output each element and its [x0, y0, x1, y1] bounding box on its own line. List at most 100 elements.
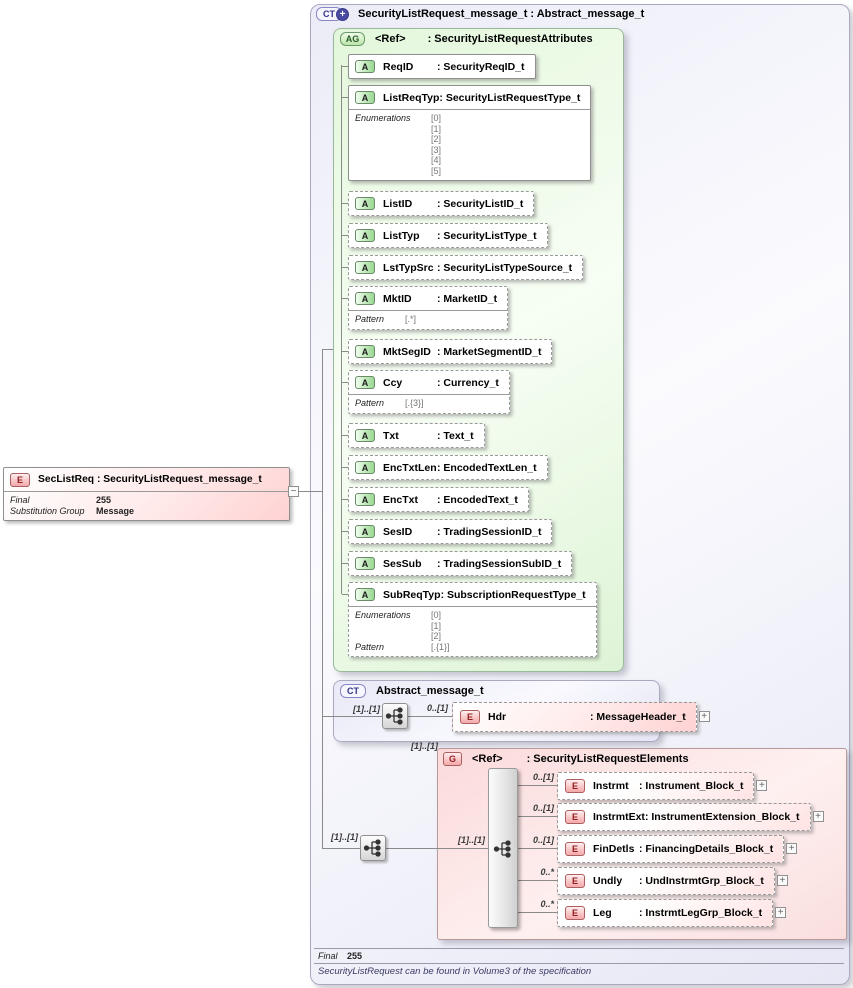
connector-line	[518, 848, 557, 849]
attribute-type: : SecurityReqID_t	[437, 60, 525, 73]
cardinality-label: [1]..[1]	[353, 704, 380, 714]
source-element-title: SecListReq : SecurityListRequest_message…	[38, 474, 262, 485]
attribute-type: : Text_t	[437, 429, 474, 442]
attribute-type: : SecurityListTypeSource_t	[437, 261, 573, 274]
elementsgroup-type: : SecurityListRequestElements	[526, 753, 689, 765]
attribute-badge: A	[355, 91, 375, 104]
elementsgroup-name: <Ref>	[472, 753, 503, 765]
attribute-badge: A	[355, 345, 375, 358]
stub-line	[342, 351, 349, 352]
annotation-note: SecurityListRequest can be found in Volu…	[318, 966, 592, 977]
cardinality-label: 0..*	[540, 899, 554, 909]
connector-line	[518, 912, 557, 913]
stub-line	[342, 531, 349, 532]
enum-value: [1]	[431, 123, 442, 134]
element-badge: E	[565, 810, 585, 824]
attribute-type: : MarketID_t	[437, 292, 498, 305]
stub-line	[342, 499, 349, 500]
cardinality-label: [1]..[1]	[458, 835, 485, 845]
connector-line	[322, 349, 333, 350]
expand-button[interactable]: +	[776, 875, 788, 886]
enum-value: [2]	[431, 134, 442, 144]
complextype-badge: CT +	[316, 7, 349, 21]
substitution-group-label: Substitution Group	[10, 506, 85, 516]
connector-line	[518, 785, 557, 786]
attribute-name: EncTxtLen	[383, 461, 437, 474]
pattern-label: Pattern	[355, 398, 385, 408]
enum-value: [2]	[431, 631, 442, 641]
element-badge: E	[565, 779, 585, 793]
final-value: 255	[96, 495, 112, 505]
expand-button[interactable]: +	[698, 711, 710, 722]
element-instrmtext: E InstrmtExt: InstrumentExtension_Block_t…	[557, 803, 824, 831]
stub-line	[342, 382, 349, 383]
stub-line	[342, 267, 349, 268]
element-type: : UndInstrmtGrp_Block_t	[639, 875, 764, 887]
attribute-type: : Currency_t	[437, 376, 499, 389]
attribute-badge: A	[355, 292, 375, 305]
final-label: Final	[318, 951, 338, 961]
attribute-badge: A	[355, 376, 375, 389]
attribute-badge: A	[355, 60, 375, 73]
expand-button[interactable]: +	[756, 780, 768, 791]
attribute-badge: A	[355, 429, 375, 442]
cardinality-label: [1]..[1]	[331, 832, 358, 842]
stub-line	[342, 97, 349, 98]
element-badge: E	[10, 472, 30, 487]
connector-line	[322, 848, 488, 849]
elementsgroup-header: G <Ref> : SecurityListRequestElements	[443, 752, 689, 766]
root-title: SecurityListRequest_message_t : Abstract…	[358, 8, 645, 20]
expand-button[interactable]: +	[786, 843, 798, 854]
expand-button[interactable]: +	[775, 907, 787, 918]
element-name: Undly	[593, 875, 623, 887]
enum-value: [5]	[431, 165, 442, 176]
attribute-type: : EncodedText_t	[437, 493, 518, 506]
attribute-type: : SecurityListID_t	[437, 197, 524, 210]
cardinality-label: 0..*	[540, 867, 554, 877]
attribute-badge: A	[355, 493, 375, 506]
ag-badge: AG	[340, 32, 365, 46]
element-name: Hdr	[488, 711, 507, 723]
pattern-label: Pattern	[355, 314, 385, 324]
group-badge: G	[443, 752, 462, 766]
attribute-type: : SubscriptionRequestType_t	[440, 588, 586, 601]
stub-line	[342, 594, 349, 595]
substitution-group-value: Message	[96, 506, 135, 516]
element-type: : InstrumentExtension_Block_t	[644, 811, 800, 823]
stub-line	[342, 203, 349, 204]
attribute-name: EncTxt	[383, 493, 419, 506]
attribute-name: SubReqTyp	[383, 588, 441, 601]
stub-line	[342, 235, 349, 236]
attribute-name: Ccy	[383, 376, 403, 389]
element-name: InstrmtExt	[593, 811, 645, 823]
basetype-title: Abstract_message_t	[376, 685, 484, 697]
attributegroup-name: <Ref>	[375, 33, 406, 45]
attribute-type: : EncodedTextLen_t	[437, 461, 537, 474]
cardinality-label: [1]..[1]	[411, 741, 438, 751]
ct-badge: CT	[340, 684, 366, 698]
pattern-value: [.{1}]	[431, 641, 450, 652]
enumerations-label: Enumerations	[355, 610, 411, 620]
facets: Pattern [.{3}]	[349, 394, 509, 413]
element-hdr: E Hdr : MessageHeader_t +	[452, 702, 710, 732]
enum-value: [1]	[431, 620, 442, 631]
attribute-badge: A	[355, 197, 375, 210]
pattern-value: [.{3}]	[405, 398, 424, 408]
expand-button[interactable]: +	[812, 811, 824, 822]
element-name: FinDetls	[593, 843, 635, 855]
attribute-name: ListTyp	[383, 229, 420, 242]
source-element-box: E SecListReq : SecurityListRequest_messa…	[3, 467, 290, 521]
attribute-ccy: A Ccy : Currency_t Pattern [.{3}]	[348, 370, 510, 414]
attribute-badge: A	[355, 525, 375, 538]
attribute-name: SesSub	[383, 557, 422, 570]
collapse-button[interactable]: −	[288, 486, 299, 497]
